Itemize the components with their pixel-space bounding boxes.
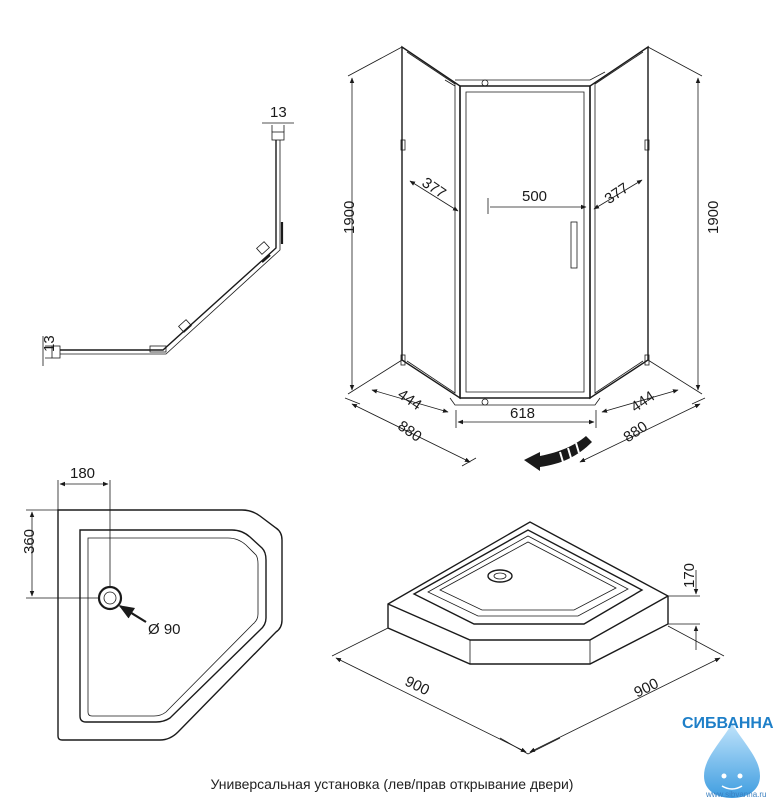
installation-caption: Универсальная установка (лев/прав открыв… <box>210 776 574 792</box>
dim-side-right: 444 <box>628 388 658 416</box>
water-drop-icon <box>704 724 760 798</box>
profile-end-top <box>271 131 285 141</box>
profile-end-left <box>51 345 61 359</box>
tray-drain <box>487 569 513 583</box>
drain-hole <box>97 585 123 611</box>
logo-url-text: www.sibvanna.ru <box>705 790 766 799</box>
dim-depth-right: 880 <box>620 418 650 446</box>
brand-logo: СИБВАННА www.sibvanna.ru <box>682 715 774 799</box>
dim-door-width: 500 <box>522 188 547 205</box>
tray-top-view: 180 360 Ø 90 <box>21 465 283 741</box>
dim-tray-height: 170 <box>681 563 698 588</box>
dim-panel-right: 377 <box>602 180 632 208</box>
door-handle <box>570 221 578 269</box>
dim-panel-left: 377 <box>419 174 449 202</box>
dim-height-left: 1900 <box>341 201 358 234</box>
dim-drain-offset-y: 360 <box>21 529 38 554</box>
dim-side-left: 444 <box>394 386 424 414</box>
enclosure-drawing: 1900 1900 377 500 377 444 618 444 880 88… <box>341 45 722 471</box>
dim-profile-left: 13 <box>41 335 58 352</box>
tray-isometric-view: 170 900 900 <box>331 521 725 755</box>
dim-profile-top: 13 <box>270 104 287 121</box>
dim-tray-depth-right: 900 <box>631 675 661 701</box>
dim-tray-depth-left: 900 <box>402 673 432 699</box>
dim-height-right: 1900 <box>705 201 722 234</box>
dim-drain-offset-x: 180 <box>70 465 95 482</box>
door-opening-arrow <box>524 436 592 471</box>
dim-depth-left: 880 <box>394 417 424 445</box>
dim-drain-diameter: Ø 90 <box>148 621 181 638</box>
frame-profile-drawing: 13 13 <box>41 104 294 366</box>
dim-front-width: 618 <box>510 405 535 422</box>
logo-brand-text: СИБВАННА <box>682 715 774 732</box>
